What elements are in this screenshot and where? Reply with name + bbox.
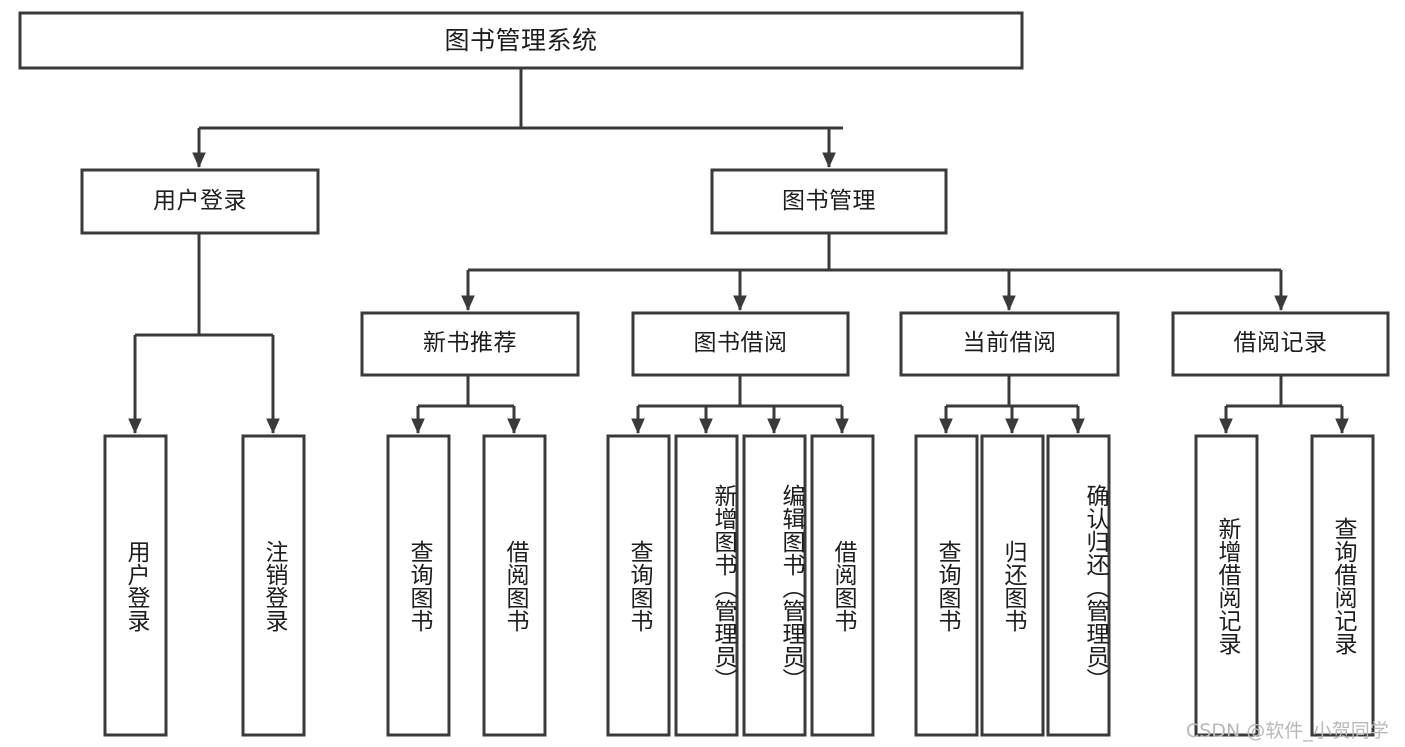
node-book-management[interactable] xyxy=(710,168,948,235)
connector-newbook-to-leaves xyxy=(411,375,521,434)
node-user-login[interactable] xyxy=(80,168,320,235)
node-leaf-query-book-3[interactable] xyxy=(914,434,979,737)
connector-borrowrecord-to-leaves xyxy=(1219,375,1349,434)
connector-userlogin-to-leaves xyxy=(128,233,280,434)
node-current-borrow[interactable] xyxy=(899,311,1120,377)
node-leaf-borrow-book-2[interactable] xyxy=(810,434,875,737)
node-leaf-add-book-admin[interactable] xyxy=(674,434,739,737)
connector-bookborrow-to-leaves xyxy=(631,375,849,434)
node-borrow-record[interactable] xyxy=(1171,311,1390,377)
node-new-book-recommend[interactable] xyxy=(360,311,580,377)
node-leaf-add-borrow-record[interactable] xyxy=(1194,434,1259,737)
node-leaf-user-login[interactable] xyxy=(103,434,168,737)
node-leaf-confirm-return-admin[interactable] xyxy=(1046,434,1111,737)
connector-bookmgmt-to-level3 xyxy=(461,233,1288,311)
node-leaf-logout[interactable] xyxy=(241,434,306,737)
node-leaf-borrow-book-1[interactable] xyxy=(482,434,547,737)
node-leaf-query-book-1[interactable] xyxy=(386,434,451,737)
node-leaf-query-book-2[interactable] xyxy=(606,434,671,737)
node-leaf-query-borrow-record[interactable] xyxy=(1310,434,1375,737)
node-leaf-edit-book-admin[interactable] xyxy=(742,434,807,737)
connector-root-to-level2 xyxy=(192,68,843,168)
node-book-borrow[interactable] xyxy=(631,311,850,377)
node-leaf-return-book[interactable] xyxy=(980,434,1045,737)
node-root[interactable] xyxy=(18,11,1024,70)
connector-currentborrow-to-leaves xyxy=(939,375,1085,434)
